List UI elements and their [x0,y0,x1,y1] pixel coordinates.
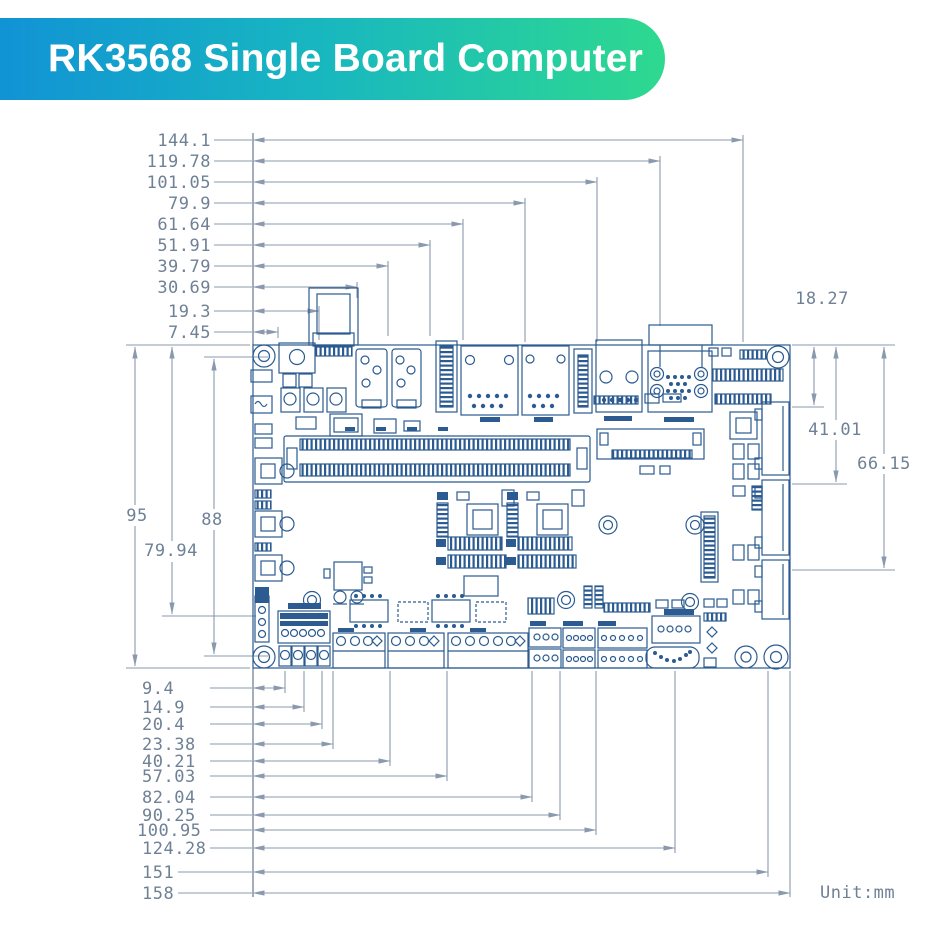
dim-label-bottom-6: 82.04 [142,788,196,808]
dim-label-top-9: 7.45 [168,323,211,343]
dim-label-right-0: 18.27 [795,289,849,309]
center-ic-1 [436,489,515,569]
pin-grid-headers [528,621,648,669]
dim-label-top-4: 61.64 [157,215,211,235]
ethernet-port-2 [521,345,570,422]
dimension-lines [126,133,895,897]
pcb-board [250,287,791,670]
right-edge-connector-1 [754,401,790,476]
dim-label-top-8: 19.3 [168,302,211,322]
dim-label-left-0: 95 [126,506,147,526]
dim-label-bottom-11: 158 [142,884,174,904]
dim-label-left-2: 79.94 [144,541,198,561]
dc-jack [250,342,347,414]
dim-label-right-2: 66.15 [857,454,911,474]
center-ic-2 [506,489,585,569]
dim-label-bottom-7: 90.25 [142,806,196,826]
dim-label-top-7: 30.69 [157,278,211,298]
dim-label-top-1: 119.78 [147,152,211,172]
title-banner: RK3568 Single Board Computer [0,18,665,100]
dim-label-top-0: 144.1 [157,131,211,151]
dim-label-right-1: 41.01 [808,420,862,440]
bottom-dimension-rows [178,671,791,897]
terminal-block-3 [447,628,529,669]
dimension-labels: 144.1 119.78 101.05 79.9 61.64 51.91 39.… [122,131,912,904]
terminal-block-1 [332,628,386,669]
right-dimension-columns [792,344,895,571]
dim-label-bottom-1: 14.9 [142,698,185,718]
bottom-right-components [703,598,728,668]
sata-power-connector [651,609,701,644]
right-edge-connector-3 [754,559,790,620]
dim-label-left-1: 88 [201,510,222,530]
dim-label-top-3: 79.9 [168,194,211,214]
dim-label-top-6: 39.79 [157,257,211,277]
dim-label-top-5: 51.91 [157,236,211,256]
fpc-connector [700,511,719,583]
power-input-terminal [277,603,331,667]
pin-strip-connector [573,348,593,414]
mounting-holes [252,344,790,670]
mini-pcie-slot [596,428,705,475]
dim-label-bottom-9: 124.28 [142,839,206,859]
ethernet-port-1 [460,345,519,422]
dimm-slot [283,435,591,483]
dim-label-bottom-8: 100.95 [137,821,201,841]
usb-port-stack-2 [391,348,422,409]
dim-label-top-2: 101.05 [147,173,211,193]
dim-label-bottom-2: 20.4 [142,715,185,735]
dim-label-bottom-4: 40.21 [142,752,196,772]
terminal-block-2 [387,628,445,669]
relay-components [349,575,685,628]
vga-port [647,350,713,422]
usb-host-port [595,339,643,421]
fan-header [254,595,270,643]
vga-screw-bracket [648,324,713,367]
top-dimension-rows [214,135,744,342]
dim-label-bottom-0: 9.4 [142,679,174,699]
db9-connector [645,646,700,669]
usb-port-stack-1 [355,348,388,409]
top-usb-tower-connector [308,287,359,357]
right-smd-components [732,443,763,605]
card-slot-connector [435,340,458,413]
dim-label-bottom-5: 57.03 [142,767,196,787]
left-audio-jacks [254,423,295,596]
unit-label: Unit:mm [820,883,895,903]
dim-label-bottom-3: 23.38 [142,735,196,755]
rtc-ic [323,561,373,605]
top-right-components [708,347,784,440]
mid-top-components [295,393,682,437]
dim-label-bottom-10: 151 [142,863,174,883]
page-title: RK3568 Single Board Computer [48,37,644,80]
